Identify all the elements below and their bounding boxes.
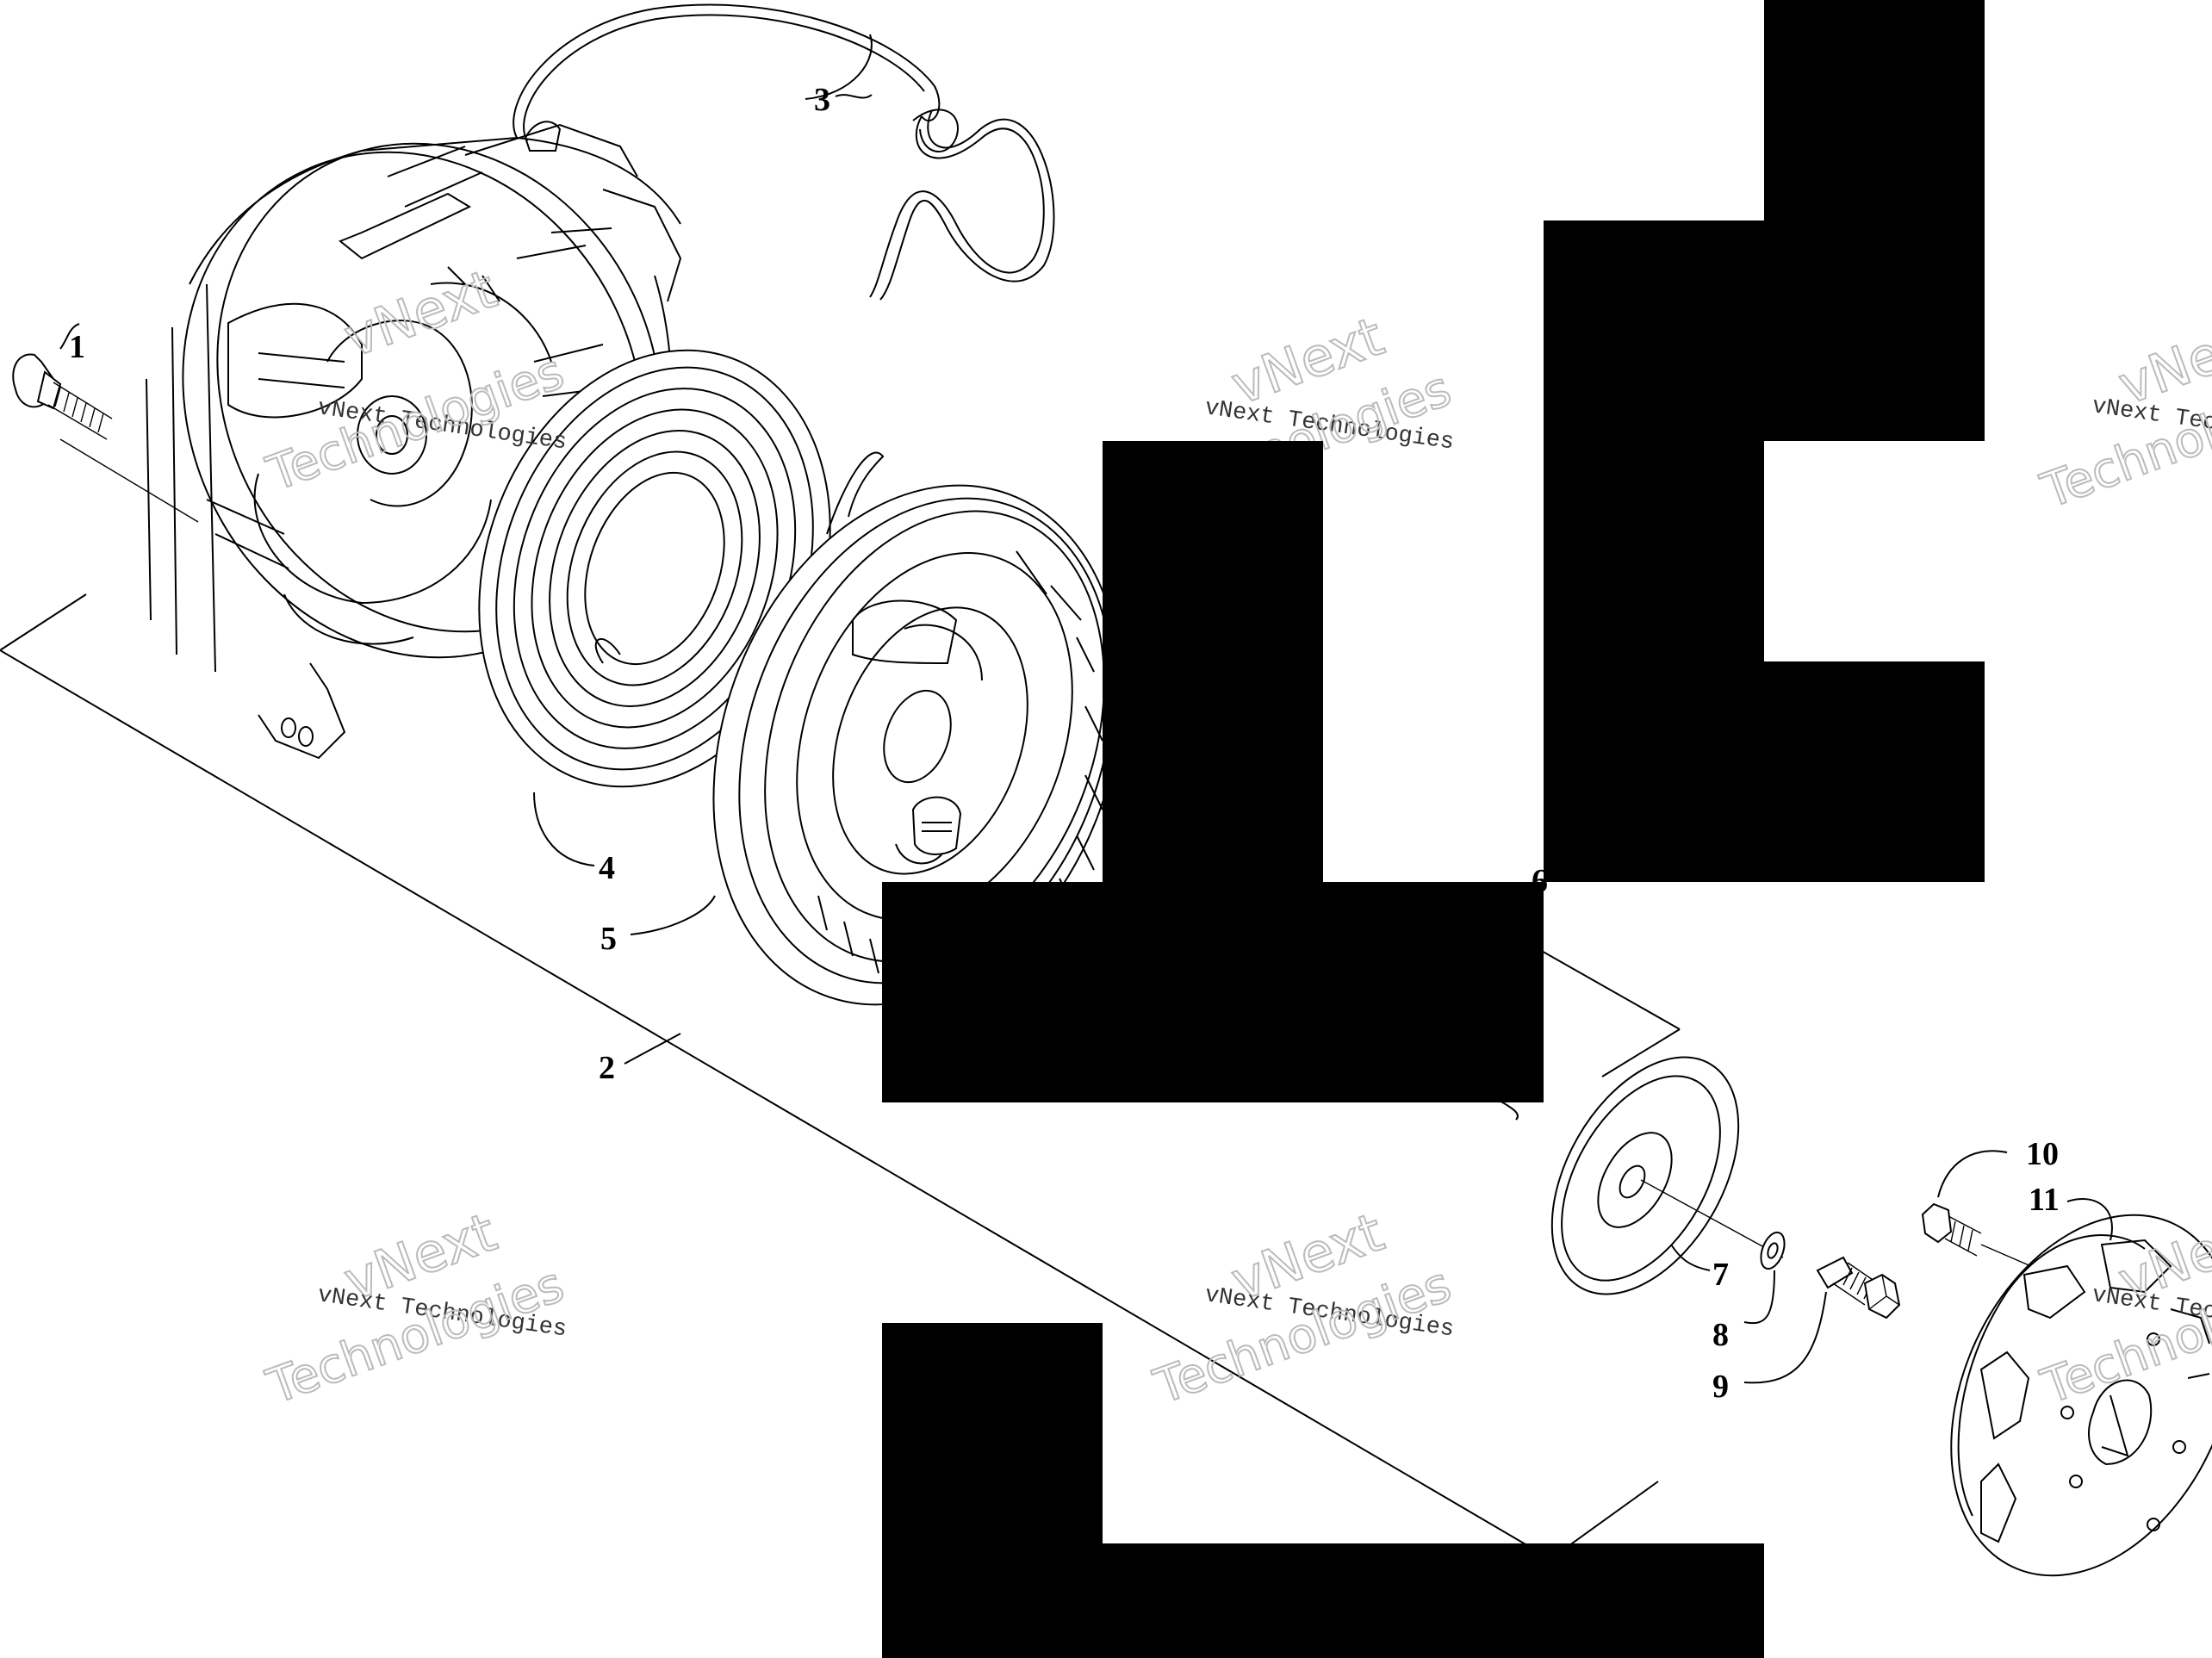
watermark-bottom-left: vNext vNext Technologies Technologies bbox=[259, 1200, 572, 1417]
callout-labels: 1 2 3 4 5 6 7 8 9 10 11 bbox=[69, 82, 2060, 1405]
part-7-plate bbox=[1489, 1056, 1784, 1295]
part-1-screw bbox=[12, 323, 199, 523]
redaction-block bbox=[1103, 1543, 1764, 1658]
callout-4: 4 bbox=[599, 850, 615, 886]
callout-2: 2 bbox=[599, 1050, 615, 1086]
redaction-block bbox=[1764, 661, 1985, 882]
watermark-top-right: vNext vNext Technologies Technologies bbox=[2034, 304, 2212, 521]
redaction-block bbox=[882, 1323, 1103, 1658]
callout-8: 8 bbox=[1712, 1317, 1729, 1353]
redaction-block bbox=[1544, 220, 1985, 441]
callout-7: 7 bbox=[1712, 1257, 1729, 1293]
watermark-bottom-center: vNext vNext Technologies Technologies bbox=[1146, 1200, 1459, 1417]
callout-11: 11 bbox=[2029, 1182, 2060, 1218]
callout-9: 9 bbox=[1712, 1369, 1729, 1405]
redaction-block bbox=[1544, 441, 1764, 882]
callout-5: 5 bbox=[600, 921, 617, 957]
assembly-bracket-lines bbox=[0, 593, 1681, 1561]
part-8-washer bbox=[1760, 1231, 1786, 1270]
leader-lines bbox=[533, 34, 2113, 1384]
callout-10: 10 bbox=[2026, 1136, 2059, 1172]
callout-1: 1 bbox=[69, 329, 85, 365]
callout-3: 3 bbox=[814, 82, 830, 118]
part-5-rope-pulley bbox=[712, 484, 1122, 1006]
part-9-bolt bbox=[1816, 1256, 1901, 1320]
redaction-blocks bbox=[882, 0, 1985, 1658]
part-11-starter-cup bbox=[1950, 1214, 2212, 1577]
redaction-block bbox=[882, 882, 1544, 1102]
part-3-starter-rope bbox=[513, 3, 1055, 301]
